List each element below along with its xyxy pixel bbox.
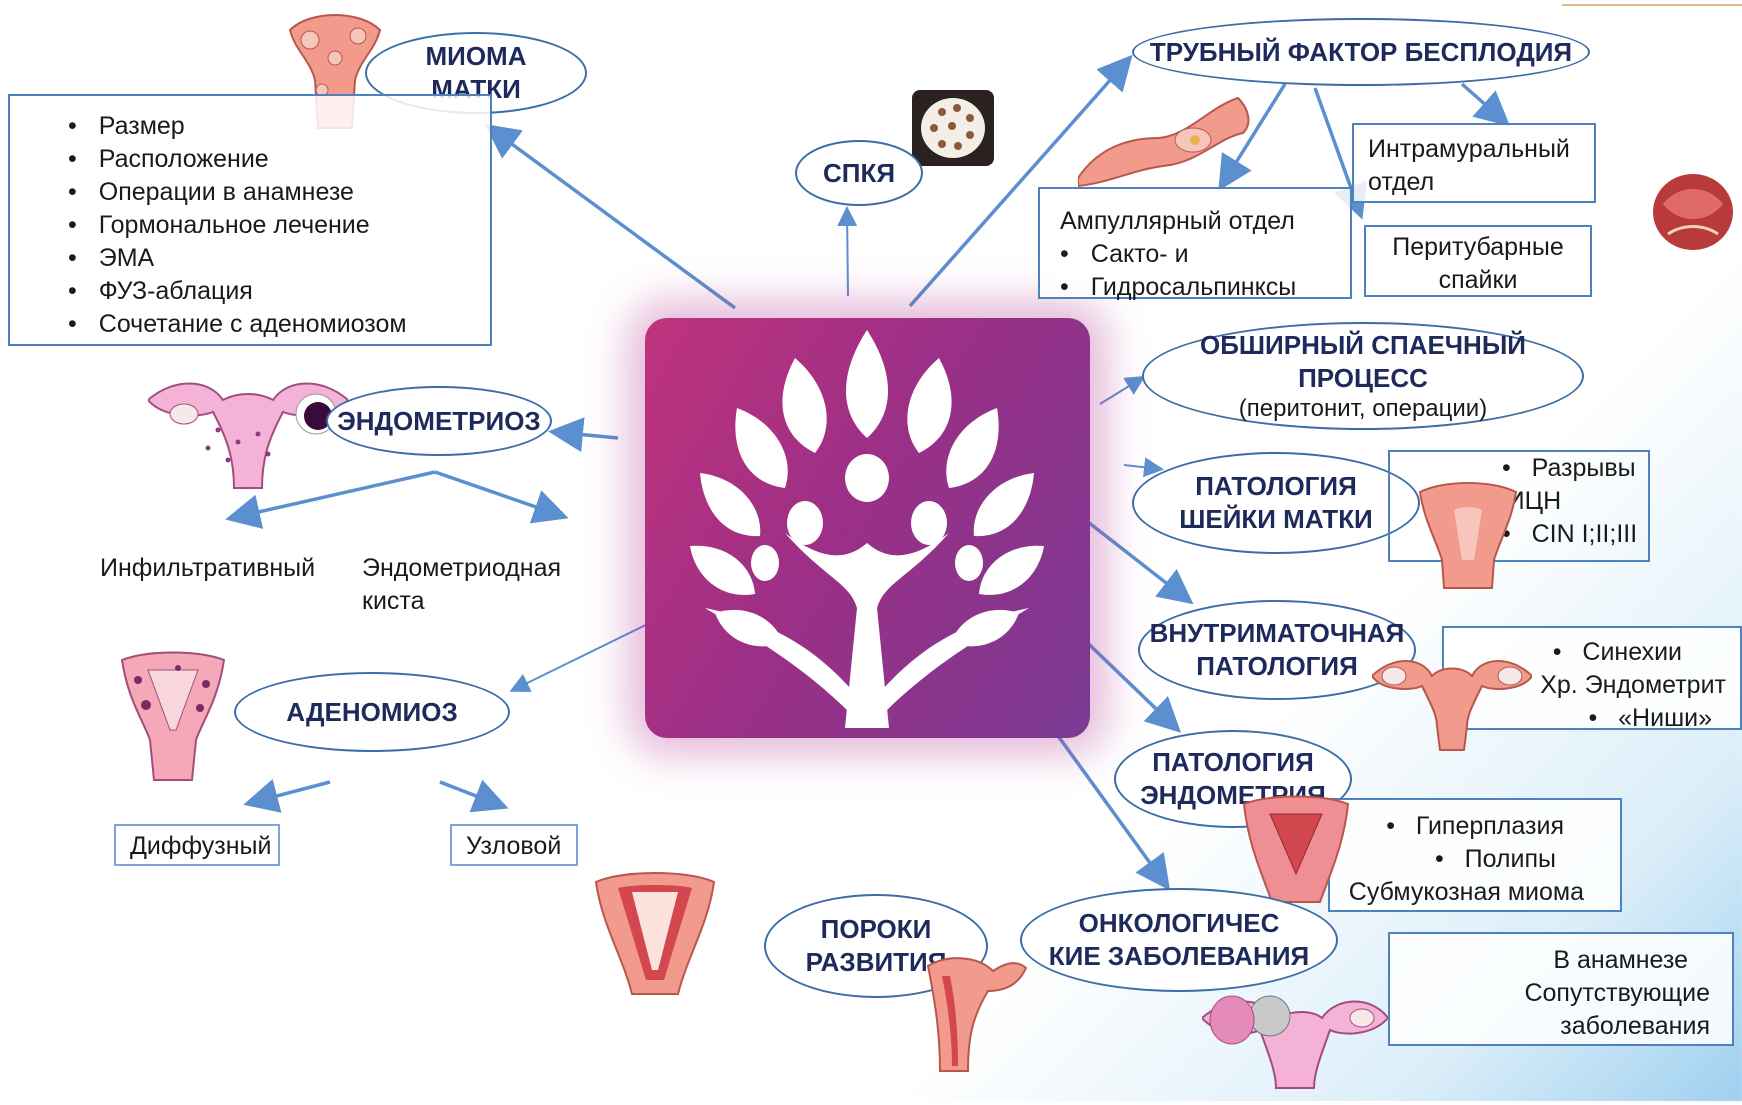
node-adhesion-line2: ПРОЦЕСС xyxy=(1298,362,1428,395)
list-item: Субмукозная миома xyxy=(1330,876,1584,909)
node-oncology: ОНКОЛОГИЧЕС КИЕ ЗАБОЛЕВАНИЯ xyxy=(1020,888,1338,992)
diffuse-box: Диффузный xyxy=(114,824,280,866)
list-item: Гормональное лечение xyxy=(68,209,490,242)
uterus-section-illustration xyxy=(592,870,718,1001)
adenomyosis-uterus-illustration xyxy=(118,650,228,787)
endometrium-box: • Гиперплазия • Полипы Субмукозная миома xyxy=(1328,798,1622,912)
node-adenomyosis: АДЕНОМИОЗ xyxy=(234,672,510,752)
endometrioid-cyst-line2: киста xyxy=(362,585,561,618)
uterus-intrauterine-illustration xyxy=(1372,646,1532,757)
node-spkya-title: СПКЯ xyxy=(823,157,895,190)
diffuse-label: Диффузный xyxy=(130,832,271,860)
node-oncology-line1: ОНКОЛОГИЧЕС xyxy=(1079,907,1280,940)
node-oncology-line2: КИЕ ЗАБОЛЕВАНИЯ xyxy=(1049,940,1309,973)
arrow-to-spkya xyxy=(847,210,848,296)
list-item: Сопутствующие xyxy=(1390,977,1710,1010)
nodular-label: Узловой xyxy=(466,832,561,860)
fallopian-tube-illustration xyxy=(1078,78,1258,193)
node-endometriosis: ЭНДОМЕТРИОЗ xyxy=(326,386,552,456)
node-adhesion-line1: ОБШИРНЫЙ СПАЕЧНЫЙ xyxy=(1200,329,1526,362)
list-item: Гидросальпинксы xyxy=(1060,271,1350,304)
list-item: • Разрывы xyxy=(1502,452,1648,485)
list-item: ФУЗ-аблация xyxy=(68,275,490,308)
node-adenomyosis-title: АДЕНОМИОЗ xyxy=(286,696,457,729)
list-item: Размер xyxy=(68,110,490,143)
arrow-to-endometriosis xyxy=(555,432,618,438)
list-item: • Гиперплазия xyxy=(1330,810,1564,843)
mioma-factors-list: Размер Расположение Операции в анамнезе … xyxy=(50,110,490,341)
mioma-factors-box: Размер Расположение Операции в анамнезе … xyxy=(8,94,492,346)
arrow-adenomyosis-diffuse xyxy=(250,782,330,803)
list-item: Расположение xyxy=(68,143,490,176)
uterus-adhesion-illustration xyxy=(1648,164,1738,261)
arrow-to-adenomyosis xyxy=(513,616,664,690)
oncology-uterus-illustration xyxy=(1202,988,1388,1105)
node-cervix: ПАТОЛОГИЯ ШЕЙКИ МАТКИ xyxy=(1132,452,1420,554)
list-item: Сочетание с аденомиозом xyxy=(68,308,490,341)
intramural-line1: Интрамуральный xyxy=(1368,133,1594,166)
nodular-box: Узловой xyxy=(450,824,578,866)
endometrioid-cyst-label: Эндометриодная киста xyxy=(362,552,561,618)
endometrioid-cyst-line1: Эндометриодная xyxy=(362,552,561,585)
intramural-box: Интрамуральный отдел xyxy=(1352,123,1596,203)
list-item: Операции в анамнезе xyxy=(68,176,490,209)
intramural-line2: отдел xyxy=(1368,166,1594,199)
node-cervix-line1: ПАТОЛОГИЯ xyxy=(1195,470,1357,503)
arrow-endometriosis-cyst xyxy=(435,472,562,516)
arrow-to-adhesion xyxy=(1100,378,1142,404)
list-item: В анамнезе xyxy=(1390,944,1688,977)
list-item: • Полипы xyxy=(1330,843,1556,876)
ampullary-box: Ампуллярный отдел Сакто- и Гидросальпинк… xyxy=(1038,187,1352,299)
tree-logo xyxy=(645,318,1090,738)
unicornuate-uterus-illustration xyxy=(918,946,1028,1079)
node-adhesion-subtitle: (перитонит, операции) xyxy=(1239,395,1487,423)
node-malformations-line1: ПОРОКИ xyxy=(821,913,932,946)
peritubal-line1: Перитубарные xyxy=(1366,231,1590,264)
ampullary-title: Ампуллярный отдел xyxy=(1060,205,1350,238)
ovary-pcos-illustration xyxy=(912,90,994,166)
tree-icon xyxy=(645,318,1090,738)
arrow-adenomyosis-nodular xyxy=(440,782,502,806)
node-intrauterine-line2: ПАТОЛОГИЯ xyxy=(1196,650,1358,683)
arrow-to-mioma xyxy=(490,128,735,308)
infiltrative-label: Инфильтративный xyxy=(100,552,315,585)
endometriosis-uterus-illustration xyxy=(148,370,348,501)
node-mioma-line1: МИОМА xyxy=(425,40,526,73)
node-endometrium-line1: ПАТОЛОГИЯ xyxy=(1152,746,1314,779)
node-tubal: ТРУБНЫЙ ФАКТОР БЕСПЛОДИЯ xyxy=(1132,18,1590,86)
list-item: • CIN I;II;III xyxy=(1502,518,1648,551)
list-item: Сакто- и xyxy=(1060,238,1350,271)
peritubal-box: Перитубарные спайки xyxy=(1364,225,1592,297)
node-tubal-title: ТРУБНЫЙ ФАКТОР БЕСПЛОДИЯ xyxy=(1150,36,1572,69)
peritubal-line2: спайки xyxy=(1366,264,1590,297)
endometrium-illustration xyxy=(1240,794,1352,909)
list-item: ЭМА xyxy=(68,242,490,275)
node-intrauterine-line1: ВНУТРИМАТОЧНАЯ xyxy=(1150,617,1405,650)
arrow-tubal-intramural xyxy=(1462,84,1505,122)
oncology-box: В анамнезе Сопутствующие заболевания xyxy=(1388,932,1734,1046)
node-adhesion: ОБШИРНЫЙ СПАЕЧНЫЙ ПРОЦЕСС (перитонит, оп… xyxy=(1142,322,1584,430)
node-spkya: СПКЯ xyxy=(795,140,923,206)
list-item: заболевания xyxy=(1390,1010,1710,1043)
node-endometriosis-title: ЭНДОМЕТРИОЗ xyxy=(337,405,540,438)
arrow-to-cervix xyxy=(1124,465,1160,469)
cervix-illustration xyxy=(1414,480,1522,597)
node-cervix-line2: ШЕЙКИ МАТКИ xyxy=(1179,503,1373,536)
